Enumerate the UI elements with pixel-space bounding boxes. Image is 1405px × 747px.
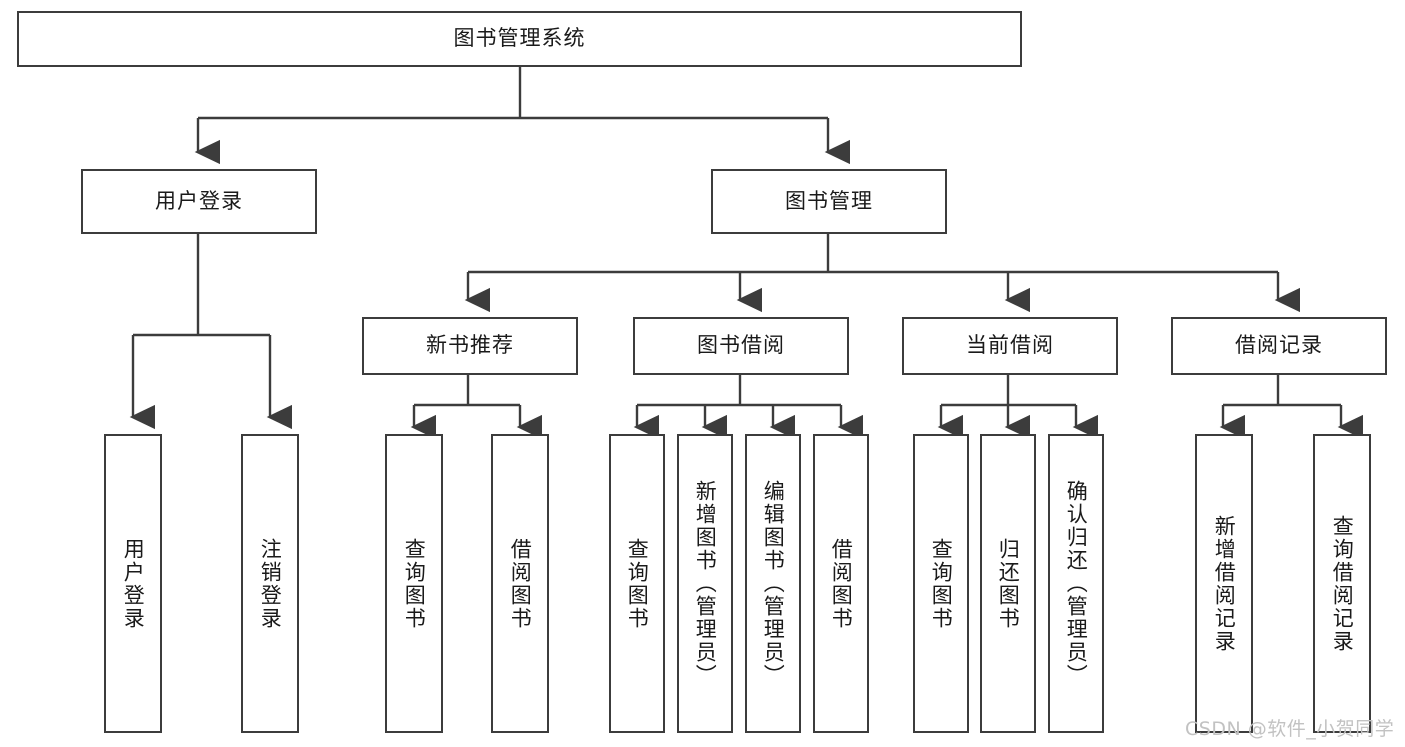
node-book-management[interactable]: 图书管理 xyxy=(711,169,947,234)
leaf-query-borrow-record[interactable]: 查询借阅记录 xyxy=(1313,434,1371,733)
node-label: 借阅图书 xyxy=(829,537,854,630)
node-label: 查询图书 xyxy=(402,537,427,630)
node-borrow-records[interactable]: 借阅记录 xyxy=(1171,317,1387,375)
node-label: 图书管理 xyxy=(785,188,873,213)
leaf-borrow-book[interactable]: 借阅图书 xyxy=(813,434,869,733)
leaf-return-book[interactable]: 归还图书 xyxy=(980,434,1036,733)
node-label: 用户登录 xyxy=(121,537,146,630)
node-label: 用户登录 xyxy=(155,188,243,213)
leaf-edit-book-admin[interactable]: 编辑图书（管理员） xyxy=(745,434,801,733)
node-label: 当前借阅 xyxy=(966,333,1054,358)
node-label: 查询图书 xyxy=(929,537,954,630)
node-label: 图书借阅 xyxy=(697,333,785,358)
node-label: 图书管理系统 xyxy=(453,26,586,51)
node-label: 归还图书 xyxy=(996,537,1021,630)
node-label: 借阅记录 xyxy=(1235,333,1323,358)
leaf-borrow-book-recommend[interactable]: 借阅图书 xyxy=(491,434,549,733)
node-label: 确认归还（管理员） xyxy=(1064,480,1089,687)
node-new-book-recommend[interactable]: 新书推荐 xyxy=(362,317,578,375)
node-root-system[interactable]: 图书管理系统 xyxy=(17,11,1022,67)
leaf-confirm-return-admin[interactable]: 确认归还（管理员） xyxy=(1048,434,1104,733)
node-label: 编辑图书（管理员） xyxy=(761,480,786,687)
leaf-add-borrow-record[interactable]: 新增借阅记录 xyxy=(1195,434,1253,733)
node-label: 查询图书 xyxy=(625,537,650,630)
node-label: 新书推荐 xyxy=(426,333,514,358)
leaf-user-login[interactable]: 用户登录 xyxy=(104,434,162,733)
leaf-add-book-admin[interactable]: 新增图书（管理员） xyxy=(677,434,733,733)
leaf-query-book-current[interactable]: 查询图书 xyxy=(913,434,969,733)
watermark-text: CSDN @软件_小贺同学 xyxy=(1185,718,1395,740)
node-label: 新增借阅记录 xyxy=(1212,514,1237,653)
node-current-borrow[interactable]: 当前借阅 xyxy=(902,317,1118,375)
leaf-query-book-recommend[interactable]: 查询图书 xyxy=(385,434,443,733)
node-label: 注销登录 xyxy=(258,537,283,630)
node-label: 查询借阅记录 xyxy=(1330,514,1355,653)
leaf-query-book-borrow[interactable]: 查询图书 xyxy=(609,434,665,733)
node-book-borrow[interactable]: 图书借阅 xyxy=(633,317,849,375)
node-label: 新增图书（管理员） xyxy=(693,480,718,687)
leaf-user-logout[interactable]: 注销登录 xyxy=(241,434,299,733)
node-label: 借阅图书 xyxy=(508,537,533,630)
node-user-login[interactable]: 用户登录 xyxy=(81,169,317,234)
